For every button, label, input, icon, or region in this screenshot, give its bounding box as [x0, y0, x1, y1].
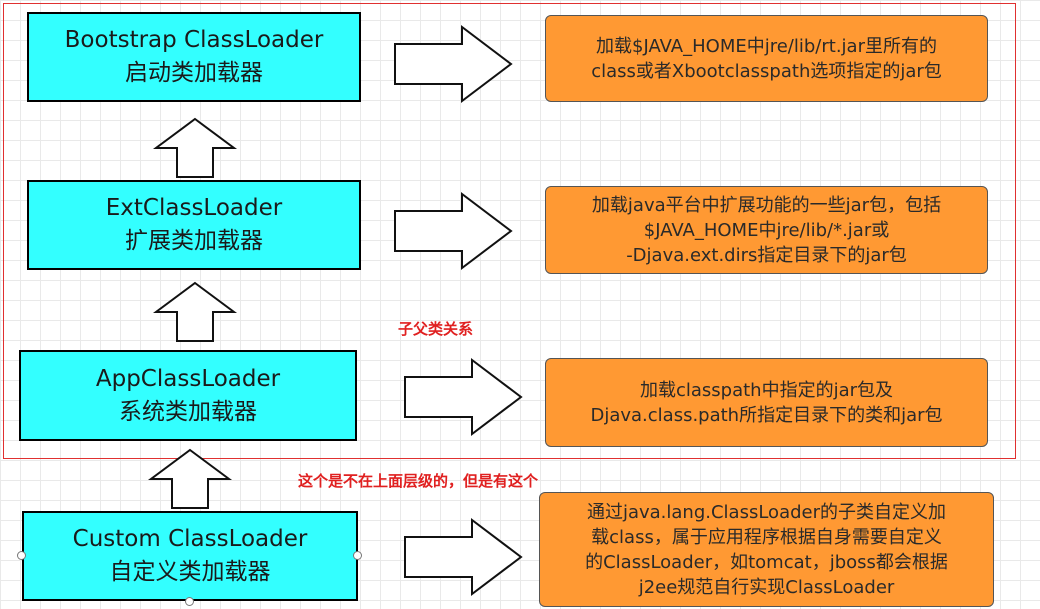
right-arrow-icon — [394, 24, 513, 104]
ext-description-box[interactable]: 加载java平台中扩展功能的一些jar包，包括 $JAVA_HOME中jre/l… — [545, 186, 988, 274]
right-arrow-icon — [404, 517, 523, 597]
bootstrap-desc-line: class或者Xbootclasspath选项指定的jar包 — [591, 60, 942, 82]
selection-handle-left[interactable] — [17, 551, 26, 560]
custom-desc-line: 的ClassLoader，如tomcat，jboss都会根据 — [585, 551, 948, 573]
app-desc-line: 加载classpath中指定的jar包及 — [639, 379, 894, 401]
app-description-box[interactable]: 加载classpath中指定的jar包及 Djava.class.path所指定… — [545, 358, 988, 447]
right-arrow-icon — [394, 191, 513, 271]
bootstrap-classloader-name: Bootstrap ClassLoader — [64, 27, 324, 53]
up-arrow-icon — [152, 281, 238, 342]
up-arrow-icon — [147, 448, 233, 509]
parent-child-frame — [3, 3, 1016, 459]
custom-classloader-box[interactable]: Custom ClassLoader 自定义类加载器 — [22, 511, 358, 601]
selection-handle-bottom[interactable] — [185, 597, 194, 606]
ext-classloader-name: ExtClassLoader — [105, 195, 283, 221]
selection-handle-right[interactable] — [353, 551, 362, 560]
ext-classloader-box[interactable]: ExtClassLoader 扩展类加载器 — [27, 180, 361, 270]
custom-desc-line: j2ee规范自行实现ClassLoader — [638, 576, 895, 598]
custom-description-box[interactable]: 通过java.lang.ClassLoader的子类自定义加 载class，属于… — [539, 492, 994, 607]
bootstrap-classloader-box[interactable]: Bootstrap ClassLoader 启动类加载器 — [27, 12, 361, 102]
custom-desc-line: 载class，属于应用程序根据自身需要自定义 — [591, 526, 942, 548]
app-desc-line: Djava.class.path所指定目录下的类和jar包 — [590, 404, 943, 426]
bootstrap-desc-line: 加载$JAVA_HOME中jre/lib/rt.jar里所有的 — [596, 35, 937, 57]
bootstrap-classloader-cn: 启动类加载器 — [125, 60, 263, 86]
ext-desc-line: -Djava.ext.dirs指定目录下的jar包 — [626, 244, 907, 266]
custom-classloader-cn: 自定义类加载器 — [109, 559, 271, 585]
up-arrow-icon — [152, 117, 238, 178]
outside-hierarchy-note: 这个是不在上面层级的，但是有这个 — [298, 472, 539, 490]
ext-desc-line: 加载java平台中扩展功能的一些jar包，包括 — [591, 194, 942, 216]
relation-note: 子父类关系 — [398, 320, 474, 338]
ext-desc-line: $JAVA_HOME中jre/lib/*.jar或 — [643, 219, 890, 241]
bootstrap-description-box[interactable]: 加载$JAVA_HOME中jre/lib/rt.jar里所有的 class或者X… — [545, 15, 988, 102]
ext-classloader-cn: 扩展类加载器 — [125, 228, 263, 254]
app-classloader-name: AppClassLoader — [95, 365, 281, 392]
custom-desc-line: 通过java.lang.ClassLoader的子类自定义加 — [586, 501, 947, 523]
app-classloader-box[interactable]: AppClassLoader 系统类加载器 — [19, 350, 357, 441]
custom-classloader-name: Custom ClassLoader — [72, 526, 308, 552]
right-arrow-icon — [404, 357, 523, 437]
app-classloader-cn: 系统类加载器 — [119, 398, 257, 425]
